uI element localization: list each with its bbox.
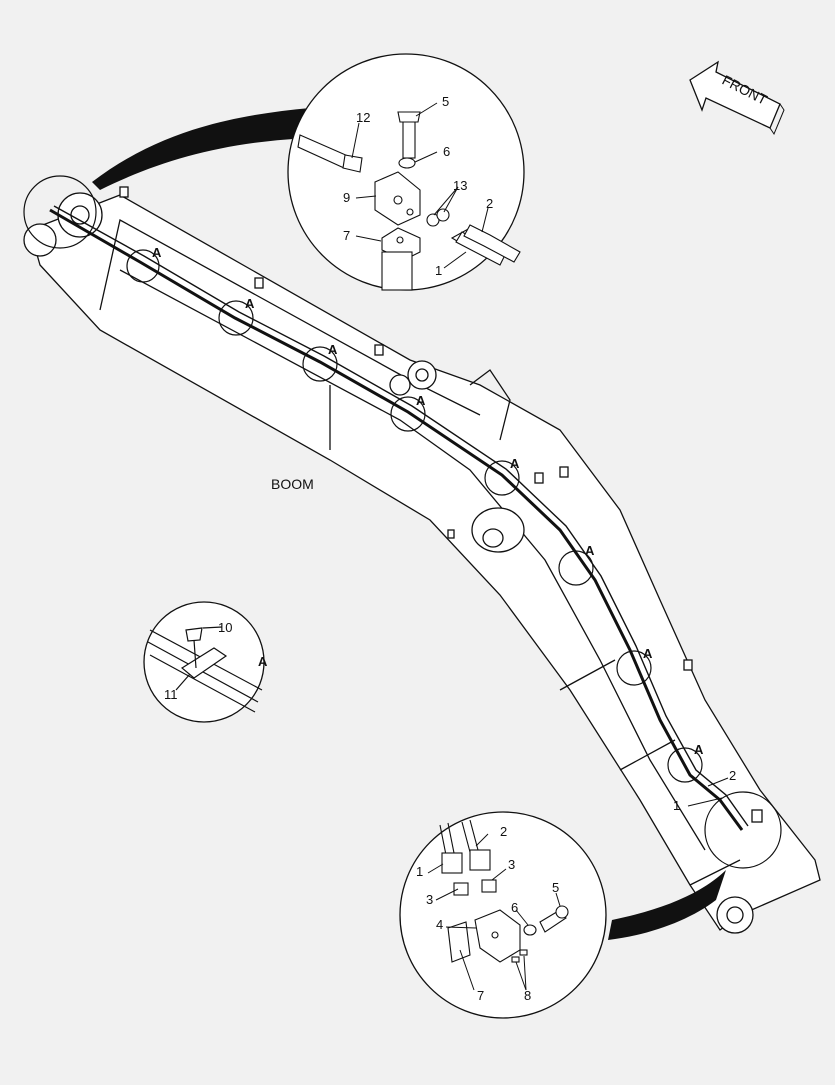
callout-6: 6: [443, 144, 450, 159]
callout-7: 7: [343, 228, 350, 243]
front-arrow: FRONT: [689, 60, 785, 136]
callout-8: 8: [524, 988, 531, 1003]
callout-13: 13: [453, 178, 467, 193]
section-marker-labels: A A A A A A A A: [152, 245, 704, 757]
marker-a: A: [510, 456, 520, 471]
callout-5: 5: [552, 880, 559, 895]
callout-6: 6: [511, 900, 518, 915]
callout-10: 10: [218, 620, 232, 635]
detail-a-marker: A: [258, 654, 268, 669]
callout-1: 1: [673, 798, 680, 813]
detail-bottom: 2 1 3 3 5 4 6 7 8: [399, 811, 726, 1019]
callout-3: 3: [426, 892, 433, 907]
callout-1: 1: [416, 864, 423, 879]
callout-2: 2: [486, 196, 493, 211]
detail-origin-bottom: [704, 791, 782, 869]
hose-run: [49, 205, 749, 831]
callout-3: 3: [508, 857, 515, 872]
callout-2: 2: [500, 824, 507, 839]
marker-a: A: [694, 742, 704, 757]
section-markers: [126, 249, 703, 783]
callout-5: 5: [442, 94, 449, 109]
detail-a: 10 11 A: [143, 601, 268, 723]
callout-4: 4: [436, 917, 443, 932]
marker-a: A: [152, 245, 162, 260]
marker-a: A: [585, 543, 595, 558]
detail-top: 12 5 6 9 13 2 7 1: [92, 53, 525, 291]
boom-label: BOOM: [271, 476, 314, 492]
callout-7: 7: [477, 988, 484, 1003]
callout-11: 11: [164, 687, 178, 702]
marker-a: A: [643, 646, 653, 661]
marker-a: A: [245, 296, 255, 311]
boom-end-callouts: 2 1: [673, 768, 736, 813]
marker-a: A: [416, 393, 426, 408]
detail-origin-top: [23, 175, 97, 249]
callout-1: 1: [435, 263, 442, 278]
callout-9: 9: [343, 190, 350, 205]
callout-2: 2: [729, 768, 736, 783]
marker-a: A: [328, 342, 338, 357]
callout-12: 12: [356, 110, 370, 125]
boom-body: [23, 186, 821, 934]
